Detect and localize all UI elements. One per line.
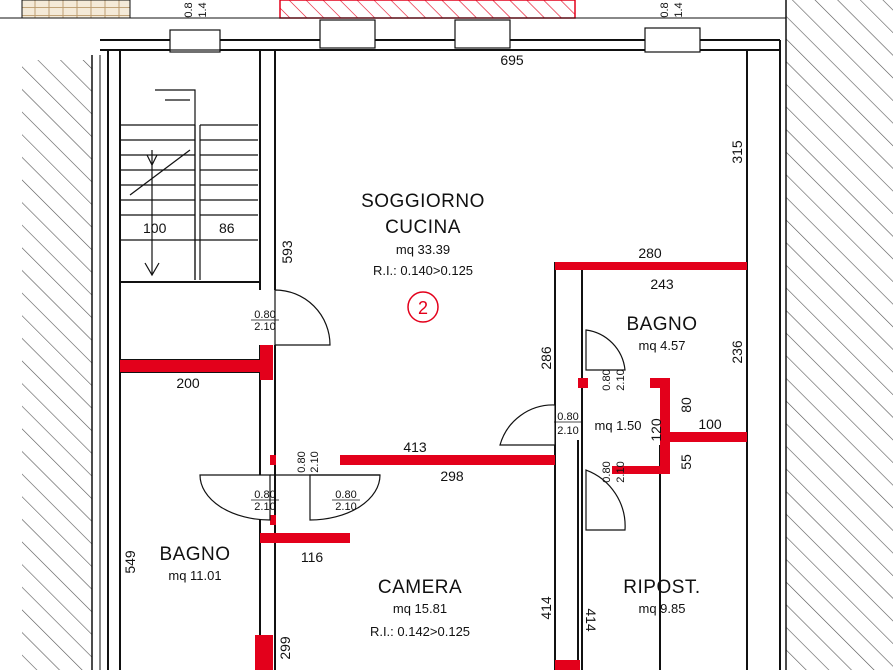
door-swings (199, 289, 626, 531)
room-area-hall: mq 1.50 (595, 418, 642, 433)
unit-number-circle (407, 291, 439, 323)
exterior-hatch-left (22, 55, 101, 670)
dim-243: 243 (650, 276, 674, 292)
door-label-corr-w: 0.80 (296, 451, 308, 472)
door-label-bath-w: 0.80 (254, 489, 275, 501)
door-label-rip-h: 2.10 (615, 461, 627, 482)
dim-315: 315 (729, 140, 745, 164)
door-label-corr-h: 2.10 (309, 451, 321, 472)
window-label-right-h: 1.4 (673, 2, 685, 17)
dim-298: 298 (440, 468, 464, 484)
dim-299: 299 (277, 636, 293, 660)
door-label-bath-h: 2.10 (254, 501, 275, 513)
dim-236: 236 (729, 340, 745, 364)
dim-stair-100: 100 (143, 220, 167, 236)
room-area-living: mq 33.39 (396, 242, 450, 257)
unit-number: 2 (418, 298, 428, 318)
dim-120: 120 (648, 418, 664, 442)
door-label-hall-h: 2.10 (557, 425, 578, 437)
dim-593: 593 (279, 240, 295, 264)
door-label-rip-w: 0.80 (601, 461, 613, 482)
door-label-stair-w: 0.80 (254, 309, 275, 321)
red-partitions (120, 262, 747, 670)
door-label-btop-w: 0.80 (601, 369, 613, 390)
door-label-hall-w: 0.80 (557, 411, 578, 423)
top-strip (0, 0, 786, 19)
dim-280: 280 (638, 245, 662, 261)
room-name-living-1: SOGGIORNO (361, 191, 485, 212)
room-area-bedroom: mq 15.81 (393, 601, 447, 616)
exterior-hatch-right (785, 0, 893, 670)
dim-414-left: 414 (538, 596, 554, 620)
room-name-living-2: CUCINA (385, 217, 461, 238)
door-label-btop-h: 2.10 (615, 369, 627, 390)
door-label-stair-h: 2.10 (254, 321, 275, 333)
dim-695: 695 (500, 52, 524, 68)
dim-80: 80 (678, 397, 694, 413)
room-name-bedroom: CAMERA (378, 577, 462, 598)
windows-top (169, 19, 701, 53)
door-label-bed-w: 0.80 (335, 489, 356, 501)
dim-549: 549 (122, 550, 138, 574)
dim-stair-86: 86 (219, 220, 235, 236)
dim-286: 286 (538, 346, 554, 370)
window-label-right-w: 0.8 (659, 2, 671, 17)
room-name-storage: RIPOST. (623, 577, 700, 598)
door-labels: 0.80 2.10 0.80 2.10 0.80 2.10 0.80 2.10 … (251, 309, 627, 513)
room-name-bath-left: BAGNO (159, 544, 230, 565)
dim-200: 200 (176, 375, 200, 391)
door-label-bed-h: 2.10 (335, 501, 356, 513)
room-area-bath-left: mq 11.01 (168, 568, 221, 583)
room-area-bath-top: mq 4.57 (639, 338, 686, 353)
window-label-left-h: 1.4 (197, 2, 209, 17)
room-area-storage: mq 9.85 (639, 601, 686, 616)
dim-413: 413 (403, 439, 427, 455)
room-name-bath-top: BAGNO (626, 314, 697, 335)
dim-116: 116 (301, 549, 324, 565)
room-ri-bedroom: R.I.: 0.142>0.125 (370, 624, 470, 639)
dim-100: 100 (698, 416, 722, 432)
dim-414-right: 414 (583, 608, 599, 632)
staircase (119, 49, 261, 283)
dim-55: 55 (678, 454, 694, 470)
room-ri-living: R.I.: 0.140>0.125 (373, 263, 473, 278)
window-label-left-w: 0.8 (183, 2, 195, 17)
